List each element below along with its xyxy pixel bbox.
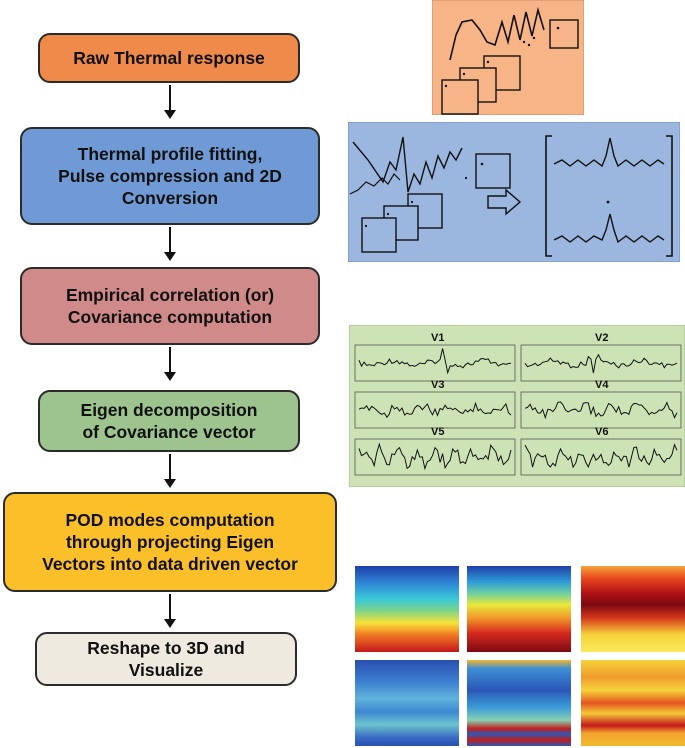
step-covariance-computation: Empirical correlation (or) Covariance co… bbox=[20, 267, 320, 345]
step-label: Reshape to 3D and Visualize bbox=[87, 638, 245, 680]
mode-waveform-v1 bbox=[358, 348, 512, 375]
pod-maps-illustration bbox=[355, 566, 685, 746]
flow-arrow bbox=[164, 454, 176, 488]
pod-map-2 bbox=[467, 566, 571, 652]
step-label: Eigen decomposition of Covariance vector bbox=[80, 400, 258, 442]
step-reshape-visualize: Reshape to 3D and Visualize bbox=[35, 632, 297, 686]
mode-label-v1: V1 bbox=[431, 332, 444, 344]
step-label: POD modes computation through projecting… bbox=[42, 510, 298, 574]
raw-response-illustration bbox=[432, 0, 584, 115]
flow-arrow bbox=[164, 347, 176, 381]
step-label: Empirical correlation (or) Covariance co… bbox=[65, 285, 275, 327]
mode-label-v6: V6 bbox=[595, 426, 608, 438]
mode-label-v4: V4 bbox=[595, 379, 609, 391]
step-pod-modes: POD modes computation through projecting… bbox=[3, 492, 337, 592]
step-raw-thermal-response: Raw Thermal response bbox=[38, 33, 300, 83]
pod-map-1 bbox=[355, 566, 459, 652]
mode-waveform-v2 bbox=[524, 353, 678, 374]
mode-box-v4 bbox=[520, 391, 682, 429]
flow-arrow bbox=[164, 85, 176, 119]
mode-waveform-v4 bbox=[524, 401, 678, 420]
pulse-compression-illustration bbox=[348, 122, 680, 262]
pod-map-5 bbox=[467, 660, 571, 746]
mode-waveform-v5 bbox=[358, 442, 512, 471]
flow-arrow bbox=[164, 594, 176, 628]
pod-map-6 bbox=[581, 660, 685, 746]
mode-box-v6 bbox=[520, 438, 682, 476]
pod-map-3 bbox=[581, 566, 685, 652]
step-label: Raw Thermal response bbox=[73, 48, 265, 68]
step-eigen-decomposition: Eigen decomposition of Covariance vector bbox=[38, 390, 300, 452]
mode-label-v5: V5 bbox=[431, 426, 444, 438]
mode-waveform-v3 bbox=[358, 401, 512, 419]
step-label: Thermal profile fitting, Pulse compressi… bbox=[58, 144, 282, 208]
mode-label-v2: V2 bbox=[595, 332, 608, 344]
step-profile-fitting: Thermal profile fitting, Pulse compressi… bbox=[20, 127, 320, 225]
pod-map-4 bbox=[355, 660, 459, 746]
mode-waveform-v6 bbox=[524, 443, 678, 469]
flow-arrow bbox=[164, 227, 176, 261]
mode-label-v3: V3 bbox=[431, 379, 444, 391]
